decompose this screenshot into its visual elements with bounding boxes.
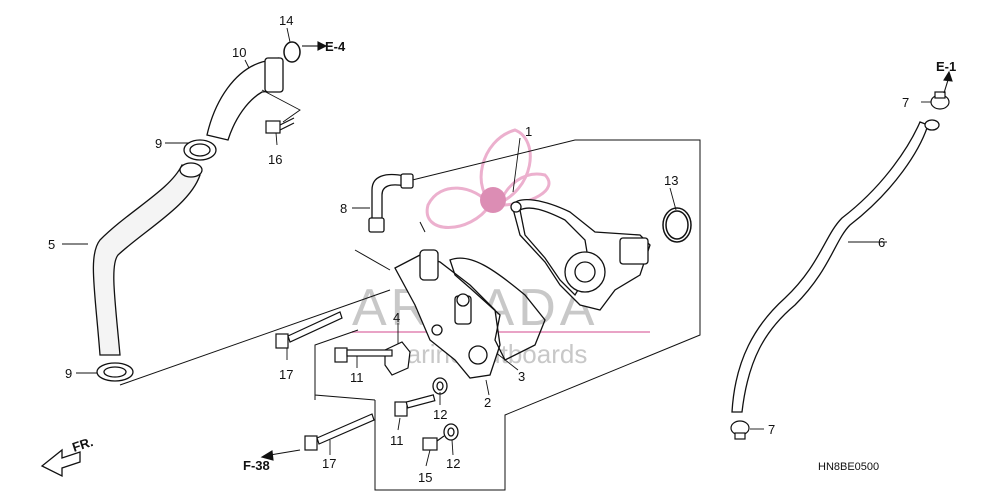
front-label: FR.	[70, 434, 95, 455]
ref-arrows	[260, 41, 953, 461]
part-label-1: 1	[525, 124, 532, 139]
part-label-12-bottom: 12	[446, 456, 460, 471]
part-label-3: 3	[518, 369, 525, 384]
part-label-17-top: 17	[279, 367, 293, 382]
gasket-3-icon	[449, 257, 546, 361]
ref-e1: E-1	[936, 59, 956, 74]
bolt-15-icon	[422, 435, 445, 451]
ref-f38: F-38	[243, 458, 270, 473]
part-label-17-bottom: 17	[322, 456, 336, 471]
bolt-16-leader	[261, 89, 301, 123]
ref-e4: E-4	[325, 39, 346, 54]
water-pump-1-icon	[510, 199, 651, 311]
leader-lines	[62, 27, 934, 467]
part-label-11-top: 11	[350, 370, 364, 385]
part-label-9-bottom: 9	[65, 366, 72, 381]
housing-2-icon	[394, 249, 501, 379]
part-label-4: 4	[393, 310, 400, 325]
hose-6-icon	[731, 119, 940, 413]
washer-12-top-icon	[432, 377, 448, 395]
clamp-7-top-icon	[930, 91, 950, 110]
part-label-11-bottom: 11	[390, 433, 404, 448]
clamp-9-top-icon	[183, 139, 217, 161]
part-label-7-top: 7	[902, 95, 909, 110]
part-label-10: 10	[232, 45, 246, 60]
part-label-15: 15	[418, 470, 432, 485]
diagram-code: HN8BE0500	[818, 461, 879, 473]
part-label-13: 13	[664, 173, 678, 188]
o-ring-14-icon	[283, 41, 301, 63]
clamp-9-bottom-icon	[96, 362, 134, 382]
hose-10-icon	[206, 57, 284, 141]
part-label-14: 14	[279, 13, 293, 28]
part-label-16: 16	[268, 152, 282, 167]
part-label-12-top: 12	[433, 407, 447, 422]
part-label-2: 2	[484, 395, 491, 410]
hose-5-icon	[92, 162, 203, 356]
part-label-6: 6	[878, 235, 885, 250]
part-label-7-bottom: 7	[768, 422, 775, 437]
washer-12-bottom-icon	[443, 423, 459, 441]
part-label-8: 8	[340, 201, 347, 216]
bolt-16-icon	[265, 117, 295, 134]
part-label-9-top: 9	[155, 136, 162, 151]
bolt-11-top-icon	[334, 347, 393, 363]
hose-8-icon	[368, 173, 414, 233]
bolt-11-bottom-icon	[394, 394, 436, 417]
part-label-5: 5	[48, 237, 55, 252]
bolt-17-top-icon	[275, 311, 343, 349]
front-arrow-icon	[40, 448, 81, 478]
assembly-frame	[119, 139, 701, 491]
o-ring-13-icon	[662, 207, 692, 243]
clamp-7-bottom-icon	[730, 420, 750, 440]
bolt-17-bottom-icon	[304, 413, 375, 451]
